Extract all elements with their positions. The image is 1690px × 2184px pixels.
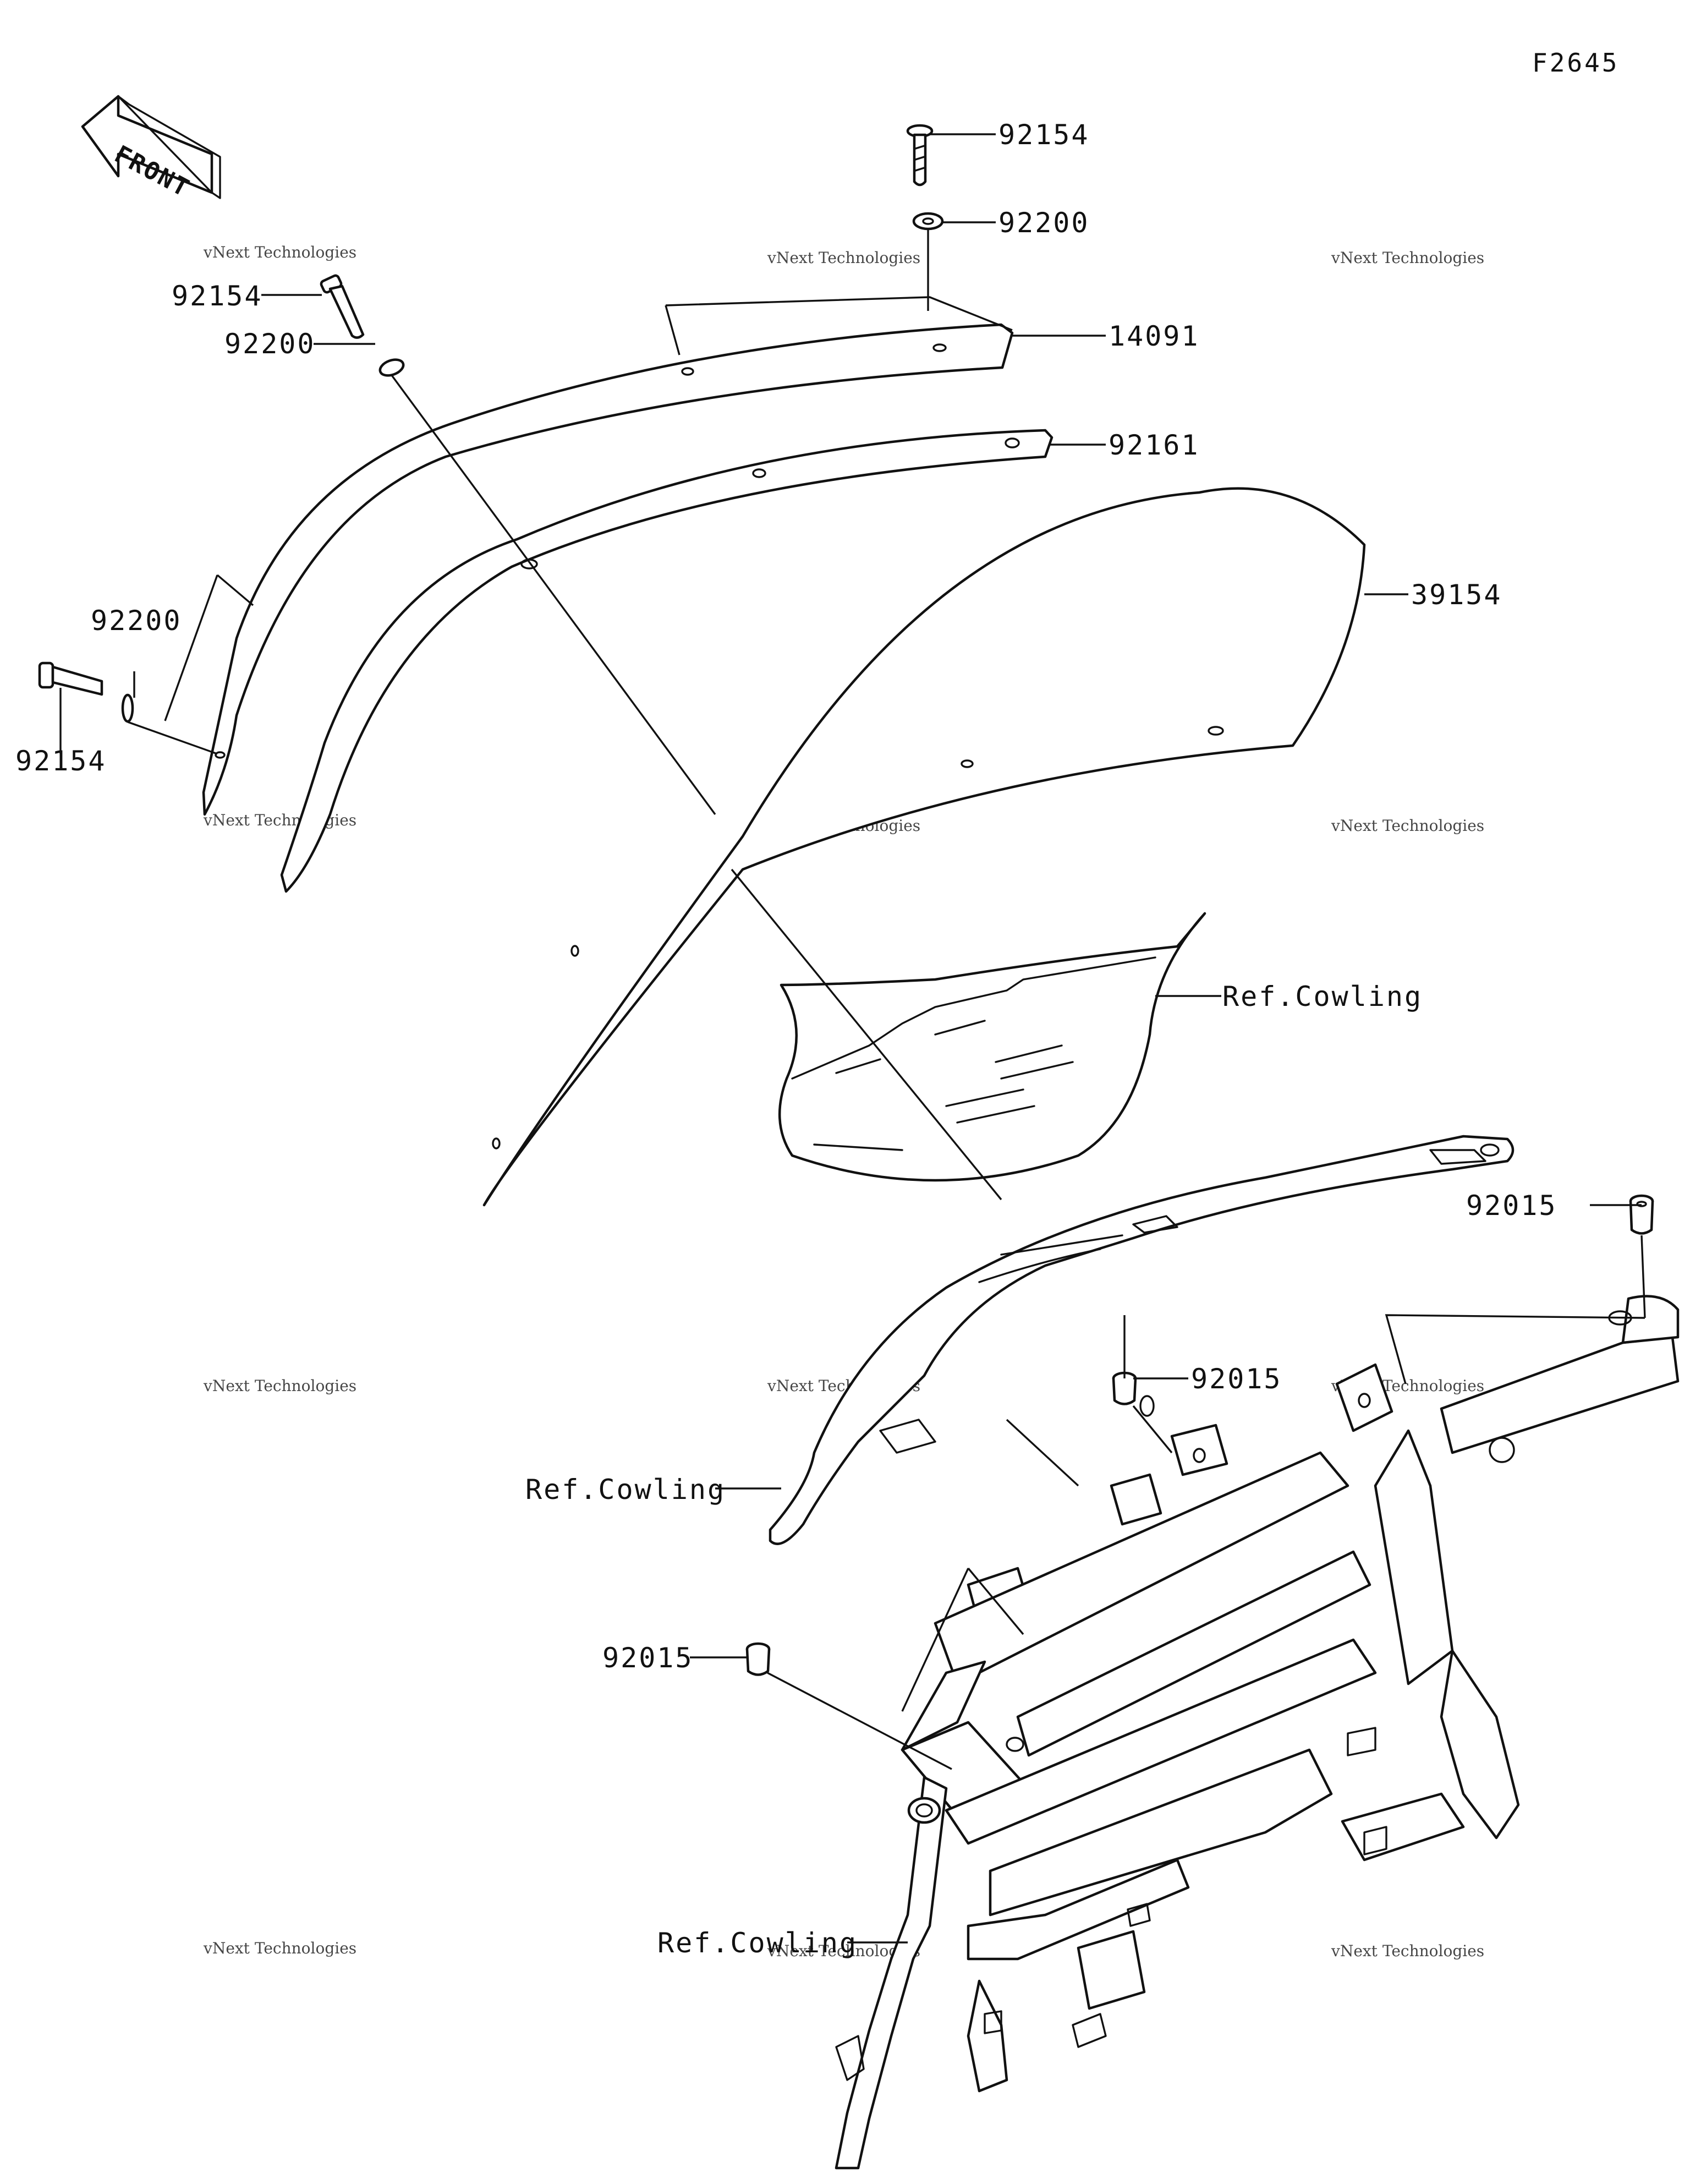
ref-cowling-1-shape	[778, 912, 1206, 1182]
trim-strip-14091	[202, 323, 1014, 816]
callout-ref-cowling-1: Ref.Cowling	[1222, 981, 1423, 1012]
ref-cowling-3-frame	[835, 1295, 1680, 2170]
watermark-3: vNext Technologies	[1331, 249, 1484, 267]
screw-side-icon	[38, 661, 103, 696]
washer-side-icon	[121, 693, 134, 723]
ref-cowling-2-shape	[769, 1135, 1515, 1545]
watermark-4: vNext Technologies	[203, 811, 356, 829]
callout-screw-left: 92154	[172, 280, 263, 312]
callout-trim-strip: 14091	[1109, 320, 1200, 352]
screw-top-icon	[906, 124, 934, 187]
washer-top-icon	[912, 212, 944, 231]
screw-left-icon	[320, 274, 365, 339]
callout-seal: 92161	[1109, 429, 1200, 461]
callout-windshield: 39154	[1411, 579, 1502, 611]
callout-grommet-right: 92015	[1466, 1190, 1557, 1222]
grommet-left-icon	[745, 1642, 771, 1676]
grommet-right-icon	[1629, 1194, 1654, 1235]
callout-screw-side: 92154	[15, 745, 107, 777]
leader-lines	[59, 133, 1646, 1944]
watermark-12: vNext Technologies	[1331, 1942, 1484, 1960]
washer-left-icon	[378, 358, 405, 377]
callout-labels: 92154 92200 92154 92200 92200 92154 1409…	[15, 119, 1557, 1959]
callout-grommet-left: 92015	[602, 1642, 694, 1674]
callout-ref-cowling-3: Ref.Cowling	[657, 1927, 858, 1959]
callout-washer-top: 92200	[998, 207, 1090, 239]
callout-ref-cowling-2: Ref.Cowling	[525, 1474, 726, 1506]
callout-grommet-mid: 92015	[1191, 1363, 1282, 1395]
callout-washer-left: 92200	[224, 328, 316, 360]
watermark-10: vNext Technologies	[203, 1939, 356, 1957]
watermark-2: vNext Technologies	[767, 249, 920, 267]
figure-code: F2645	[1532, 48, 1619, 78]
front-direction-arrow-icon: FRONT	[81, 95, 221, 203]
watermark-6: vNext Technologies	[1331, 817, 1484, 835]
windshield-39154	[482, 487, 1366, 1207]
callout-washer-side: 92200	[91, 605, 182, 637]
callout-screw-top: 92154	[998, 119, 1090, 151]
watermark-7: vNext Technologies	[203, 1377, 356, 1395]
seal-92161	[280, 429, 1053, 893]
watermark-1: vNext Technologies	[203, 243, 356, 261]
